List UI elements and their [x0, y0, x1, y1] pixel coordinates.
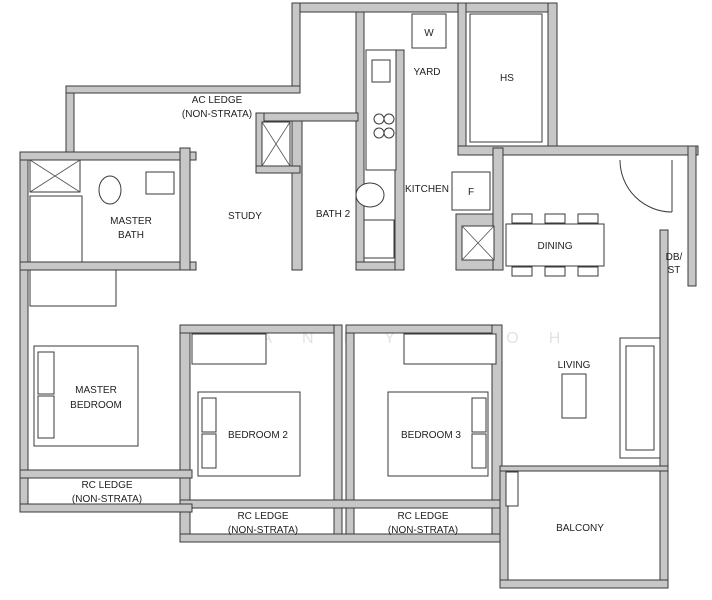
- coffee-table: [561, 373, 587, 419]
- label-rc-ledge-1-sub: (NON-STRATA): [72, 494, 142, 505]
- label-dbst-sub: ST: [668, 265, 681, 276]
- label-rc-ledge-1: RC LEDGE: [81, 480, 132, 491]
- label-bath2: BATH 2: [316, 209, 351, 220]
- label-rc-ledge-3: RC LEDGE: [397, 511, 448, 522]
- label-bedroom3: BEDROOM 3: [401, 430, 461, 441]
- hs-room: [469, 13, 543, 143]
- label-master-bath-sub: BATH: [118, 230, 144, 241]
- room-labels: W YARD HS AC LEDGE (NON-STRATA) MASTER B…: [70, 28, 682, 536]
- fixtures: [29, 13, 673, 507]
- walls: [19, 2, 699, 589]
- dining-table: [505, 223, 605, 267]
- label-ac-ledge-sub: (NON-STRATA): [182, 109, 252, 120]
- label-ac-ledge: AC LEDGE: [192, 95, 243, 106]
- washer-fixture: [411, 13, 447, 49]
- label-kitchen: KITCHEN: [405, 184, 449, 195]
- label-hs: HS: [500, 73, 514, 84]
- label-w: W: [424, 28, 434, 39]
- label-master-bedroom-sub: BEDROOM: [70, 400, 122, 411]
- label-living: LIVING: [558, 360, 591, 371]
- label-study: STUDY: [228, 211, 262, 222]
- label-dbst: DB/: [666, 252, 683, 263]
- label-yard: YARD: [413, 67, 440, 78]
- label-rc-ledge-3-sub: (NON-STRATA): [388, 525, 458, 536]
- label-dining: DINING: [538, 241, 573, 252]
- label-rc-ledge-2: RC LEDGE: [237, 511, 288, 522]
- label-rc-ledge-2-sub: (NON-STRATA): [228, 525, 298, 536]
- label-master-bedroom: MASTER: [75, 385, 117, 396]
- label-balcony: BALCONY: [556, 523, 604, 534]
- label-fridge: F: [468, 187, 474, 198]
- fridge-fixture: [451, 171, 491, 211]
- label-master-bath: MASTER: [110, 216, 152, 227]
- label-bedroom2: BEDROOM 2: [228, 430, 288, 441]
